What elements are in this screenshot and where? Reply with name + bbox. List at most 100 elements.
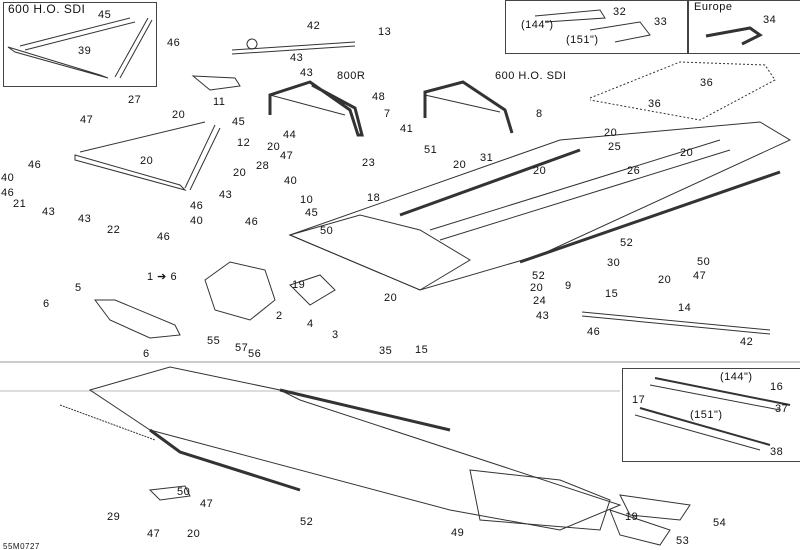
callout-number: 20 bbox=[384, 292, 398, 304]
column-800r bbox=[268, 80, 364, 137]
diagram-code: 55M0727 bbox=[3, 542, 40, 550]
bottom-tunnel-drawing bbox=[59, 366, 691, 546]
callout-number: 46 bbox=[245, 216, 259, 228]
callout-number: 40 bbox=[1, 172, 15, 184]
callout-number: 46 bbox=[28, 159, 42, 171]
callout-number: 44 bbox=[283, 129, 297, 141]
callout-number: 11 bbox=[213, 96, 226, 108]
callout-number: 20 bbox=[233, 167, 247, 179]
callout-number: 41 bbox=[400, 123, 414, 135]
callout-number: 2 bbox=[276, 310, 283, 322]
callout-number: 53 bbox=[676, 535, 690, 547]
callout-number: 56 bbox=[248, 348, 262, 360]
callout-number: 46 bbox=[587, 326, 601, 338]
callout-number: 20 bbox=[267, 141, 281, 153]
inset-bumper-lengths bbox=[505, 0, 689, 54]
callout: 16 bbox=[770, 381, 784, 393]
callout-number: 46 bbox=[157, 231, 171, 243]
callout-number: 20 bbox=[140, 155, 154, 167]
callout: 34 bbox=[763, 14, 777, 26]
callout-number: 9 bbox=[565, 280, 572, 292]
callout-number: 8 bbox=[536, 108, 543, 120]
callout-number: 20 bbox=[658, 274, 672, 286]
callout-number: 50 bbox=[177, 486, 191, 498]
callout-number: 26 bbox=[627, 165, 641, 177]
callout-number: 20 bbox=[533, 165, 547, 177]
callout-number: 1 ➔ 6 bbox=[147, 271, 178, 283]
callout-number: 15 bbox=[605, 288, 619, 300]
callout-number: 6 bbox=[43, 298, 50, 310]
callout-number: 45 bbox=[232, 116, 246, 128]
variant-label-800r: 800R bbox=[337, 70, 366, 82]
rear-bumper-drawing bbox=[589, 61, 776, 121]
callout: 38 bbox=[770, 446, 784, 458]
steering-support-drawing bbox=[191, 38, 356, 91]
callout: 45 bbox=[98, 9, 112, 21]
column-600 bbox=[423, 80, 514, 134]
callout-number: 47 bbox=[693, 270, 707, 282]
callout-number: 47 bbox=[200, 498, 214, 510]
callout-number: 4 bbox=[307, 318, 314, 330]
callout: (144") bbox=[720, 371, 753, 383]
callout-number: 18 bbox=[367, 192, 381, 204]
callout-number: 20 bbox=[530, 282, 544, 294]
callout-number: 43 bbox=[290, 52, 304, 64]
inset-title: Europe bbox=[694, 1, 733, 13]
callout-number: 43 bbox=[42, 206, 56, 218]
callout-number: 52 bbox=[620, 237, 634, 249]
callout-number: 50 bbox=[320, 225, 334, 237]
callout-number: 29 bbox=[107, 511, 121, 523]
callout: (151") bbox=[690, 409, 723, 421]
callout: 32 bbox=[613, 6, 627, 18]
callout-number: 43 bbox=[300, 67, 314, 79]
variant-label-600: 600 H.O. SDI bbox=[495, 70, 567, 82]
callout-number: 52 bbox=[532, 270, 546, 282]
front-brace-drawing bbox=[74, 121, 221, 191]
callout-number: 46 bbox=[167, 37, 181, 49]
callout-number: 28 bbox=[256, 160, 270, 172]
callout-number: 14 bbox=[678, 302, 692, 314]
callout-number: 20 bbox=[187, 528, 201, 540]
callout-number: 51 bbox=[424, 144, 438, 156]
callout-number: 20 bbox=[680, 147, 694, 159]
callout-number: 57 bbox=[235, 342, 249, 354]
callout-number: 19 bbox=[292, 279, 306, 291]
tunnel-drawing bbox=[288, 121, 792, 291]
callout: (144") bbox=[521, 19, 554, 31]
callout: (151") bbox=[566, 34, 599, 46]
brace-inset-drawing bbox=[7, 17, 153, 79]
callout-number: 35 bbox=[379, 345, 393, 357]
callout-number: 7 bbox=[384, 108, 391, 120]
callout-number: 20 bbox=[172, 109, 186, 121]
callout: 39 bbox=[78, 45, 92, 57]
callout-number: 47 bbox=[147, 528, 161, 540]
callout-number: 45 bbox=[305, 207, 319, 219]
callout-number: 40 bbox=[284, 175, 298, 187]
callout: 33 bbox=[654, 16, 668, 28]
callout-number: 23 bbox=[362, 157, 376, 169]
callout-number: 10 bbox=[300, 194, 314, 206]
callout-number: 36 bbox=[648, 98, 662, 110]
inset-600-ho-sdi-brace bbox=[3, 2, 157, 87]
inset-europe bbox=[687, 0, 800, 54]
callout-number: 21 bbox=[13, 198, 27, 210]
callout-number: 43 bbox=[536, 310, 550, 322]
front-frame-drawing bbox=[94, 261, 336, 339]
callout-number: 27 bbox=[128, 94, 142, 106]
callout-number: 54 bbox=[713, 517, 727, 529]
callout-number: 20 bbox=[604, 127, 618, 139]
callout-number: 15 bbox=[415, 344, 429, 356]
callout-number: 49 bbox=[451, 527, 465, 539]
callout-number: 12 bbox=[237, 137, 251, 149]
callout-number: 48 bbox=[372, 91, 386, 103]
callout-number: 19 bbox=[625, 511, 639, 523]
callout-number: 52 bbox=[300, 516, 314, 528]
callout-number: 22 bbox=[107, 224, 121, 236]
callout-number: 31 bbox=[480, 152, 494, 164]
callout-number: 55 bbox=[207, 335, 221, 347]
callout-number: 43 bbox=[78, 213, 92, 225]
callout-number: 40 bbox=[190, 215, 204, 227]
callout-number: 47 bbox=[280, 150, 294, 162]
